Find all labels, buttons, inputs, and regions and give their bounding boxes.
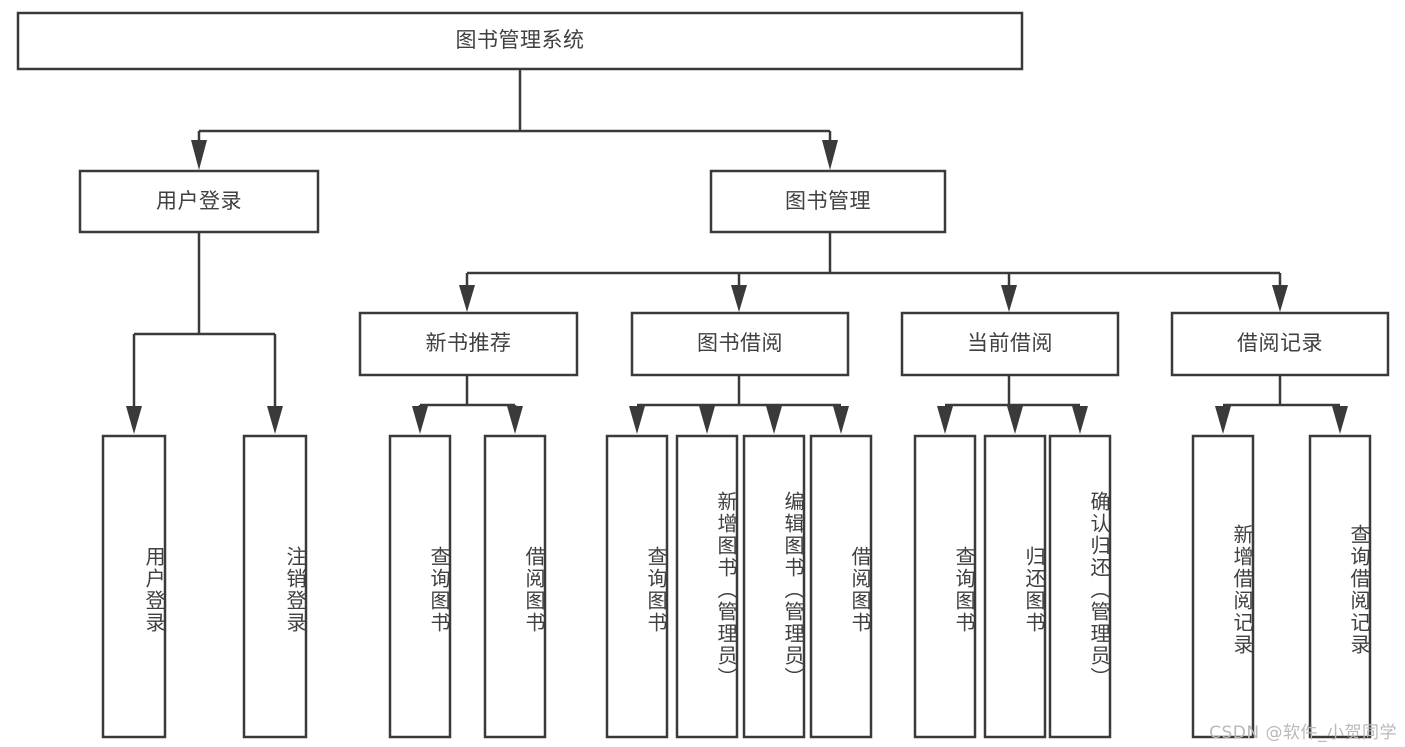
csdn-watermark: CSDN @软件_小贺同学 [1209, 723, 1397, 743]
node-box-leaf-query-book-a[interactable] [388, 434, 452, 739]
node-box-new-book-recommend[interactable] [358, 311, 579, 377]
node-box-leaf-logout[interactable] [242, 434, 308, 739]
node-box-borrow-record[interactable] [1170, 311, 1390, 377]
arrow-to-leaf-logout [267, 406, 283, 434]
node-box-leaf-return-book[interactable] [983, 434, 1047, 739]
node-box-book-borrow[interactable] [630, 311, 850, 377]
arrow-to-book-borrow [731, 285, 747, 312]
node-box-leaf-borrow-book-b[interactable] [809, 434, 873, 739]
arrow-to-leaf-borrow-book-a [507, 406, 523, 434]
arrow-to-leaf-user-login [126, 406, 142, 434]
arrow-to-leaf-borrow-book-b [833, 406, 849, 434]
node-box-leaf-add-book[interactable] [675, 434, 739, 739]
node-box-leaf-query-record[interactable] [1308, 434, 1372, 739]
arrow-to-book-mgmt [822, 140, 838, 170]
arrow-to-leaf-query-record [1332, 406, 1348, 434]
node-box-leaf-query-book-c[interactable] [913, 434, 977, 739]
node-box-leaf-edit-book[interactable] [742, 434, 806, 739]
node-box-book-management[interactable] [709, 169, 947, 234]
arrow-to-leaf-query-book-a [412, 406, 428, 434]
node-box-leaf-borrow-book-a[interactable] [483, 434, 547, 739]
arrow-to-leaf-add-book [699, 406, 715, 434]
node-box-leaf-user-login[interactable] [101, 434, 167, 739]
node-box-leaf-add-record[interactable] [1191, 434, 1255, 739]
arrow-to-leaf-add-record [1215, 406, 1231, 434]
node-box-root[interactable] [16, 11, 1024, 71]
arrow-to-leaf-edit-book [766, 406, 782, 434]
node-box-leaf-confirm-return[interactable] [1048, 434, 1112, 739]
arrow-to-leaf-return-book [1007, 406, 1023, 434]
node-box-user-login[interactable] [78, 169, 320, 234]
node-box-leaf-query-book-b[interactable] [605, 434, 669, 739]
arrow-to-user-login [191, 140, 207, 170]
arrow-to-leaf-query-book-c [937, 406, 953, 434]
arrow-to-leaf-query-book-b [629, 406, 645, 434]
arrow-to-borrow-record [1272, 285, 1288, 312]
arrow-to-new-book-recommend [459, 285, 475, 312]
node-box-current-borrow[interactable] [900, 311, 1120, 377]
arrow-to-current-borrow [1001, 285, 1017, 312]
arrow-to-leaf-confirm-return [1072, 406, 1088, 434]
